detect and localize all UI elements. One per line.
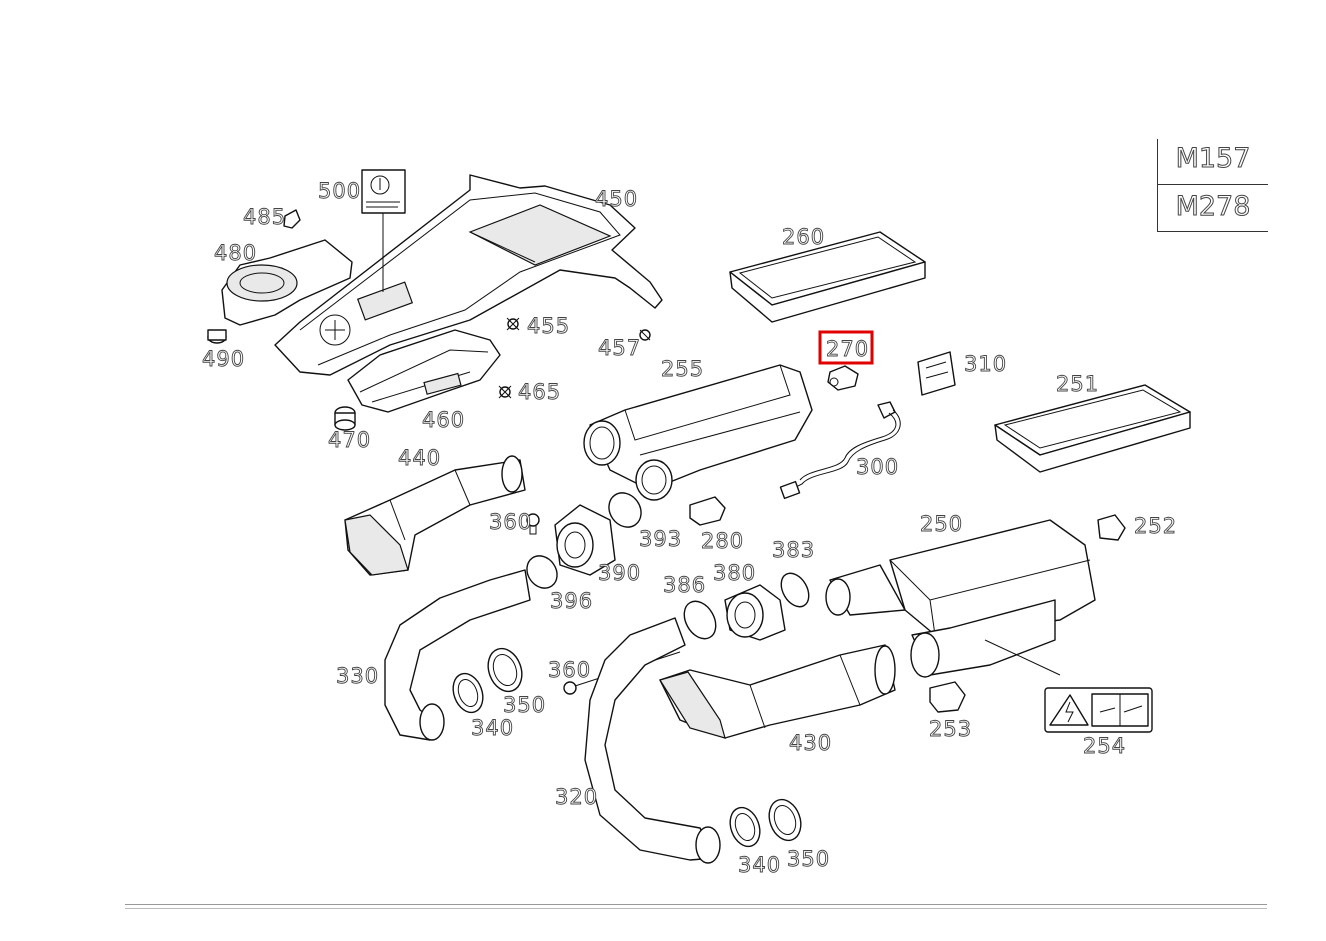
part-label-254[interactable]: 254 bbox=[1083, 734, 1126, 759]
part-labels: 485 500 450 480 490 455 457 460 465 470 … bbox=[202, 179, 1177, 878]
label-sticker-part bbox=[361, 169, 406, 292]
part-label-440[interactable]: 440 bbox=[398, 446, 441, 471]
screw-part-360-upper bbox=[526, 513, 540, 535]
screw-part-455 bbox=[506, 317, 520, 331]
part-label-310[interactable]: 310 bbox=[964, 352, 1007, 377]
part-label-465[interactable]: 465 bbox=[518, 380, 561, 405]
part-label-260[interactable]: 260 bbox=[782, 225, 825, 250]
part-label-383[interactable]: 383 bbox=[772, 538, 815, 563]
part-label-360-lower[interactable]: 360 bbox=[548, 658, 591, 683]
part-label-350-lower[interactable]: 350 bbox=[787, 847, 830, 872]
sensor-part-270 bbox=[827, 365, 859, 391]
gasket-part-393 bbox=[608, 492, 642, 528]
duct-cover-part bbox=[347, 329, 501, 413]
part-label-330[interactable]: 330 bbox=[336, 664, 379, 689]
part-label-460[interactable]: 460 bbox=[422, 408, 465, 433]
filter-housing-part-255 bbox=[583, 364, 813, 501]
screw-part-457 bbox=[639, 329, 651, 341]
part-label-457[interactable]: 457 bbox=[598, 336, 641, 361]
duct-part-430 bbox=[659, 644, 896, 739]
engine-cover-part bbox=[274, 174, 663, 376]
part-label-480[interactable]: 480 bbox=[214, 241, 257, 266]
part-label-270[interactable]: 270 bbox=[826, 337, 869, 362]
clip-part-252 bbox=[1097, 514, 1126, 541]
airflow-sensor-part-390 bbox=[554, 504, 616, 576]
part-label-360-upper[interactable]: 360 bbox=[489, 510, 532, 535]
clamp-part-340-lower bbox=[729, 806, 761, 848]
part-label-396[interactable]: 396 bbox=[550, 589, 593, 614]
intake-scoop-part bbox=[221, 239, 353, 326]
warning-label-part-254 bbox=[1044, 687, 1153, 733]
part-label-340-lower[interactable]: 340 bbox=[738, 853, 781, 878]
footer-rule bbox=[125, 904, 1267, 909]
highlight-box bbox=[818, 330, 874, 365]
clamp-part-350-upper bbox=[487, 647, 523, 693]
airflow-sensor-part-380 bbox=[724, 584, 786, 641]
part-label-386[interactable]: 386 bbox=[663, 573, 706, 598]
part-label-255[interactable]: 255 bbox=[661, 357, 704, 382]
part-label-390[interactable]: 390 bbox=[598, 561, 641, 586]
part-label-251[interactable]: 251 bbox=[1056, 372, 1099, 397]
engine-code-m157: M157 bbox=[1175, 143, 1251, 175]
part-label-470[interactable]: 470 bbox=[328, 428, 371, 453]
clip-part-280 bbox=[689, 496, 726, 526]
part-label-490[interactable]: 490 bbox=[202, 347, 245, 372]
intake-duct-part-440 bbox=[344, 455, 526, 576]
part-label-455[interactable]: 455 bbox=[527, 314, 570, 339]
engine-code-divider bbox=[1158, 184, 1268, 185]
part-label-393[interactable]: 393 bbox=[639, 527, 682, 552]
duct-part-320 bbox=[584, 617, 721, 864]
air-filter-part-251 bbox=[994, 384, 1191, 473]
part-label-250[interactable]: 250 bbox=[920, 512, 963, 537]
gasket-part-396 bbox=[526, 555, 558, 589]
part-label-430[interactable]: 430 bbox=[789, 731, 832, 756]
part-label-485[interactable]: 485 bbox=[243, 205, 286, 230]
screw-part-465 bbox=[498, 385, 512, 399]
clip-part-253 bbox=[929, 681, 966, 713]
part-label-280[interactable]: 280 bbox=[701, 529, 744, 554]
part-label-340-upper[interactable]: 340 bbox=[471, 716, 514, 741]
engine-code-m278: M278 bbox=[1175, 191, 1251, 223]
clamp-part-350-lower bbox=[768, 798, 802, 842]
gasket-part-383 bbox=[780, 572, 810, 608]
duct-part-330 bbox=[384, 569, 531, 741]
part-label-500[interactable]: 500 bbox=[318, 179, 361, 204]
part-label-252[interactable]: 252 bbox=[1134, 514, 1177, 539]
part-label-350-upper[interactable]: 350 bbox=[503, 693, 546, 718]
grommet-part-490 bbox=[207, 329, 227, 344]
gasket-part-386 bbox=[683, 600, 717, 640]
part-label-253[interactable]: 253 bbox=[929, 717, 972, 742]
harness-part-300 bbox=[779, 401, 901, 500]
clamp-part-340-upper bbox=[452, 672, 484, 714]
bracket-part-310 bbox=[917, 351, 956, 396]
part-label-380[interactable]: 380 bbox=[713, 561, 756, 586]
part-label-450[interactable]: 450 bbox=[595, 187, 638, 212]
filter-housing-part-250 bbox=[825, 519, 1096, 678]
part-label-300[interactable]: 300 bbox=[856, 455, 899, 480]
air-filter-part-260 bbox=[729, 231, 926, 323]
grommet-part-470 bbox=[334, 406, 356, 431]
part-label-320[interactable]: 320 bbox=[555, 785, 598, 810]
engine-code-box: M157 M278 bbox=[1157, 139, 1268, 232]
clip-part-485 bbox=[283, 209, 301, 229]
